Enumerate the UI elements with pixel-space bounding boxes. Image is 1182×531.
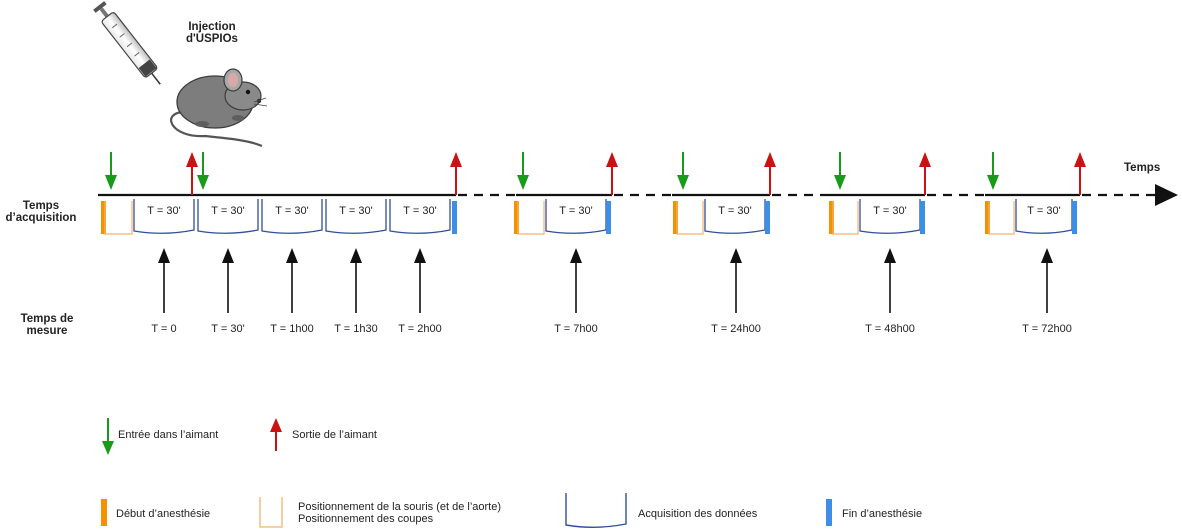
exit-arrow (450, 152, 462, 195)
measure-time-label: T = 1h00 (270, 323, 314, 335)
anesthesia-end-bar (920, 201, 925, 234)
anesthesia-start-bar (514, 201, 519, 234)
acquisition-duration-label: T = 30' (147, 205, 181, 217)
acquisition-row (101, 199, 1077, 235)
exit-arrow (1074, 152, 1086, 195)
measure-row-label-line1: Temps de (20, 313, 74, 325)
legend-exit-arrow (270, 418, 282, 451)
anesthesia-start-bar (101, 201, 106, 234)
measure-time-label: T = 1h30 (334, 323, 378, 335)
measure-time-label: T = 7h00 (554, 323, 598, 335)
enter-arrow (987, 152, 999, 190)
enter-magnet-arrows (105, 152, 999, 190)
legend-positioning-swatch (259, 497, 283, 528)
anesthesia-end-bar (606, 201, 611, 234)
anesthesia-end-bar (1072, 201, 1077, 234)
legend-anesthesia-start-label: Début d’anesthésie (116, 508, 211, 520)
acquisition-box (133, 199, 195, 234)
measure-time-label: T = 48h00 (865, 323, 915, 335)
injection-label: Injection d'USPIOs (172, 21, 252, 45)
anesthesia-end-bar (452, 201, 457, 234)
measure-time-label: T = 0 (151, 323, 177, 335)
acquisition-duration-label: T = 30' (1027, 205, 1061, 217)
legend-exit-label: Sortie de l’aimant (292, 429, 377, 441)
anesthesia-start-bar (673, 201, 678, 234)
measure-arrow (222, 248, 234, 313)
injection-label-line2: d'USPIOs (186, 33, 238, 45)
measure-row-label: Temps de mesure (6, 313, 88, 337)
acquisition-box (261, 199, 323, 234)
anesthesia-start-bar (829, 201, 834, 234)
exit-arrow (764, 152, 776, 195)
acquisition-duration-label: T = 30' (403, 205, 437, 217)
measure-arrow (158, 248, 170, 313)
positioning-box (832, 201, 859, 235)
legend-positioning-line1: Positionnement de la souris (et de l’aor… (298, 501, 501, 513)
measure-row-label-line2: mesure (26, 325, 68, 337)
acquisition-box (325, 199, 387, 234)
measure-arrow (414, 248, 426, 313)
measure-arrows (158, 248, 1053, 313)
acquisition-box (197, 199, 259, 234)
acquisition-box (545, 199, 607, 234)
acquisition-duration-label: T = 30' (211, 205, 245, 217)
acquisition-duration-label: T = 30' (275, 205, 309, 217)
acquisition-box (704, 199, 766, 234)
enter-arrow (197, 152, 209, 190)
measure-arrow (730, 248, 742, 313)
acquisition-box (389, 199, 451, 234)
enter-arrow (105, 152, 117, 190)
legend-positioning-label: Positionnement de la souris (et de l’aor… (298, 501, 501, 525)
positioning-box (517, 201, 545, 235)
legend-graphics (101, 418, 832, 528)
acquisition-box (859, 199, 921, 234)
measure-arrow (350, 248, 362, 313)
acquisition-row-label-line2: d’acquisition (5, 212, 77, 224)
acquisition-box (1015, 199, 1073, 234)
acquisition-row-label-line1: Temps (22, 200, 60, 212)
enter-arrow (834, 152, 846, 190)
exit-arrow (186, 152, 198, 195)
measure-arrow (286, 248, 298, 313)
positioning-box (676, 201, 704, 235)
positioning-box (104, 201, 133, 235)
acquisition-row-label: Temps d’acquisition (0, 200, 82, 224)
exit-arrow (606, 152, 618, 195)
legend-acquisition-label: Acquisition des données (638, 508, 758, 520)
measure-arrow (570, 248, 582, 313)
anesthesia-end-bar (765, 201, 770, 234)
measure-time-label: T = 2h00 (398, 323, 442, 335)
measure-arrow (1041, 248, 1053, 313)
exit-magnet-arrows (186, 152, 1086, 195)
legend-enter-arrow (102, 418, 114, 455)
anesthesia-start-bar (985, 201, 990, 234)
legend-anesthesia-end-label: Fin d’anesthésie (842, 508, 923, 520)
acquisition-duration-label: T = 30' (339, 205, 373, 217)
legend-positioning-line2: Positionnement des coupes (298, 513, 434, 525)
acquisition-duration-label: T = 30' (873, 205, 907, 217)
time-axis-label: Temps (1124, 162, 1161, 174)
legend-anesthesia-start-swatch (101, 499, 107, 526)
measure-arrow (884, 248, 896, 313)
acquisition-duration-label: T = 30' (559, 205, 593, 217)
enter-arrow (677, 152, 689, 190)
exit-arrow (919, 152, 931, 195)
positioning-box (988, 201, 1015, 235)
injection-label-line1: Injection (188, 21, 236, 33)
legend-enter-label: Entrée dans l’aimant (118, 429, 219, 441)
legend-acquisition-swatch (565, 493, 627, 528)
syringe-icon (93, 1, 161, 85)
legend-anesthesia-end-swatch (826, 499, 832, 526)
enter-arrow (517, 152, 529, 190)
measure-time-label: T = 30' (211, 323, 245, 335)
mouse-icon (170, 68, 268, 148)
measure-time-label: T = 24h00 (711, 323, 761, 335)
measure-time-label: T = 72h00 (1022, 323, 1072, 335)
time-axis-arrowhead (1155, 184, 1178, 206)
acquisition-duration-label: T = 30' (718, 205, 752, 217)
